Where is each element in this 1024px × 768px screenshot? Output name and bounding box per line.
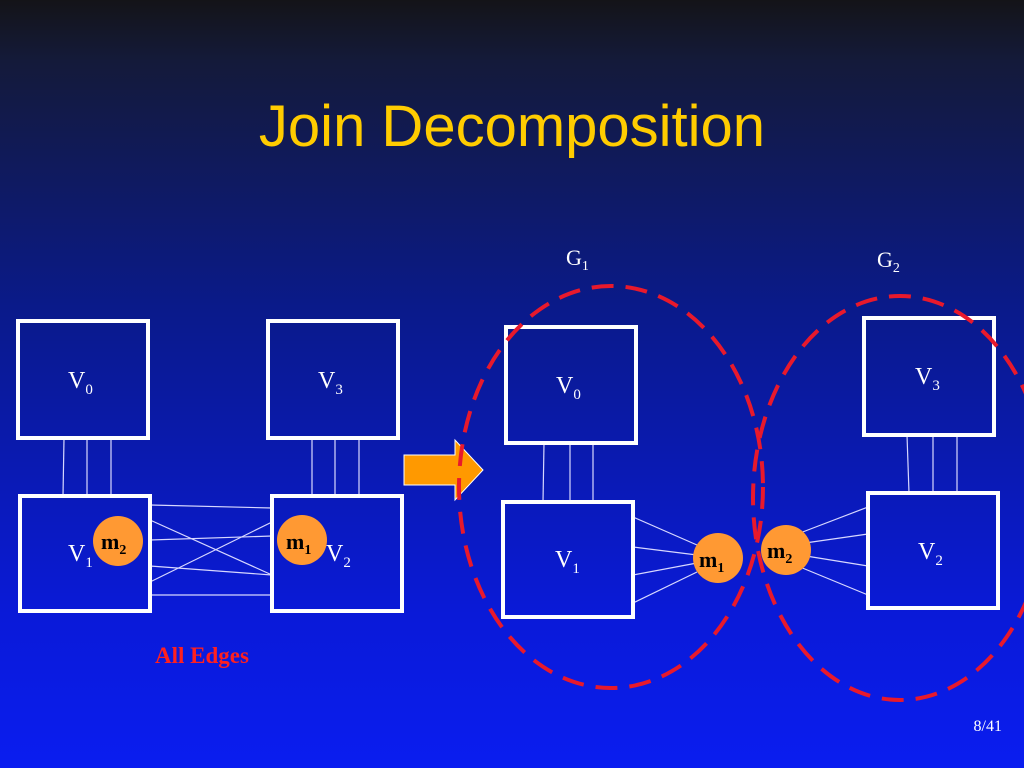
- edges-v0-v1: [62, 437, 112, 497]
- vertex-box-v1-left: [18, 494, 152, 613]
- vertex-label-v1-right: V1: [555, 547, 580, 577]
- vertex-label-v0-left: V0: [68, 368, 93, 398]
- vertex-label-v3-right: V3: [915, 364, 940, 394]
- node-m2-right: [761, 525, 811, 575]
- vertex-box-v0-right: [504, 325, 638, 445]
- page-number: 8/41: [973, 718, 1002, 735]
- node-label-m1-left: m1: [286, 529, 311, 558]
- subgraph-label-g1: G1: [566, 245, 589, 274]
- edges-v1-m1: [632, 516, 698, 604]
- vertex-box-v0-left: [16, 319, 150, 440]
- subgraph-label-g2: G2: [877, 247, 900, 276]
- all-edges-caption: All Edges: [155, 643, 249, 668]
- node-label-m2-left: m2: [101, 529, 126, 558]
- vertex-label-v3-left: V3: [318, 368, 343, 398]
- node-label-m2-right: m2: [767, 538, 792, 567]
- node-m2-left: [93, 516, 143, 566]
- right-arrow-icon: [403, 438, 484, 502]
- vertex-label-v1-left: V1: [68, 541, 93, 571]
- vertex-label-v2-right: V2: [918, 539, 943, 569]
- vertex-label-v2-left: V2: [326, 541, 351, 571]
- vertex-box-v1-right: [501, 500, 635, 619]
- vertex-box-v3-left: [266, 319, 400, 440]
- edges-v0-v1-right: [542, 442, 594, 503]
- subgraph-g1-boundary: [457, 284, 765, 690]
- vertex-box-v3-right: [862, 316, 996, 437]
- node-m1-right: [693, 533, 743, 583]
- vertex-box-v2-left: [270, 494, 404, 613]
- edges-m2-v2: [799, 506, 869, 596]
- edges-v3-v2-right: [906, 434, 958, 494]
- vertex-label-v0-right: V0: [556, 373, 581, 403]
- subgraph-g2-boundary: [751, 294, 1024, 702]
- edges-v1-v2: [149, 504, 273, 596]
- node-m1-left: [277, 515, 327, 565]
- slide-title: Join Decomposition: [258, 94, 766, 159]
- node-label-m1-right: m1: [699, 547, 724, 576]
- edges-v3-v2: [311, 438, 360, 496]
- vertex-box-v2-right: [866, 491, 1000, 610]
